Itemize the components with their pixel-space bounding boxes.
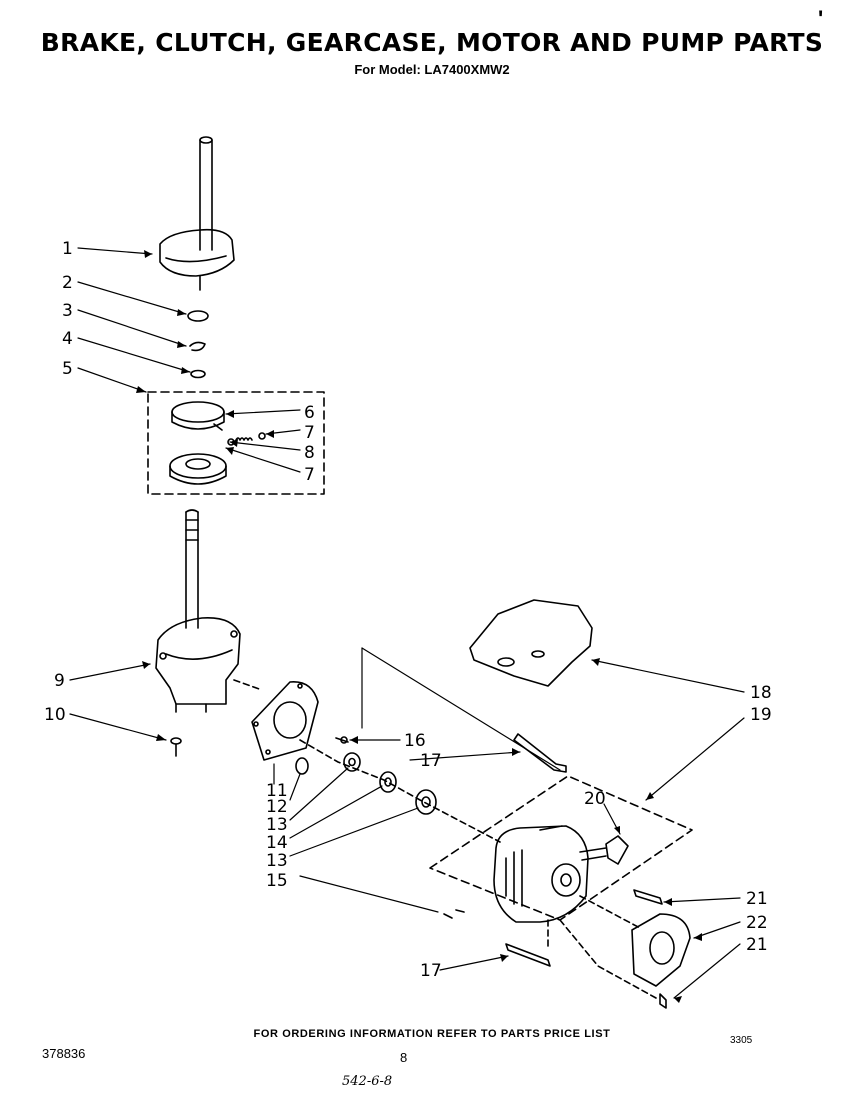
callout-13a: 13 (266, 815, 288, 835)
callout-18: 18 (750, 683, 772, 703)
part-pump-housing (631, 913, 691, 987)
part-clamp-rod (513, 733, 567, 773)
part-motor-shield (469, 599, 593, 687)
part-pump-impeller (343, 752, 361, 772)
callout-7b: 7 (304, 465, 315, 485)
callout-8: 8 (304, 443, 315, 463)
part-pump-gear (379, 771, 397, 793)
part-motor (493, 825, 589, 923)
part-pump-cover (251, 681, 319, 761)
callout-10: 10 (44, 705, 66, 725)
drawing-code: 3305 (730, 1035, 753, 1046)
callout-6: 6 (304, 403, 315, 423)
callout-4: 4 (62, 329, 73, 349)
motor-kit-box (429, 775, 693, 921)
part-motor-clip-upper (633, 889, 663, 905)
document-number: 378836 (42, 1046, 86, 1061)
part-small-ring (190, 369, 206, 379)
callout-5: 5 (62, 359, 73, 379)
part-clamp-bar (505, 943, 551, 967)
callout-2: 2 (62, 273, 73, 293)
callout-7a: 7 (304, 423, 315, 443)
part-brake-hub (159, 136, 235, 291)
part-bolt (170, 737, 182, 757)
part-pump-seal (295, 757, 309, 775)
part-washer (187, 310, 209, 322)
ordering-note: FOR ORDERING INFORMATION REFER TO PARTS … (253, 1028, 611, 1040)
part-gearcase (155, 509, 241, 713)
model-line: For Model: LA7400XMW2 (0, 62, 864, 77)
model-number: LA7400XMW2 (424, 62, 510, 77)
callout-12: 12 (266, 797, 288, 817)
callout-16: 16 (404, 731, 426, 751)
part-retaining-ring (189, 341, 206, 352)
model-label: For Model: (354, 62, 421, 77)
clutch-kit-box (147, 391, 325, 495)
callout-20: 20 (584, 789, 606, 809)
callout-21a: 21 (746, 889, 768, 909)
callout-11: 11 (266, 781, 288, 801)
part-motor-clip-lower (659, 993, 667, 1009)
callout-13b: 13 (266, 851, 288, 871)
callout-21b: 21 (746, 935, 768, 955)
callout-17b: 17 (420, 961, 442, 981)
callout-19: 19 (750, 705, 772, 725)
part-clutch-band (171, 401, 225, 431)
handwritten-note: 542-6-8 (342, 1074, 393, 1089)
page-title: BRAKE, CLUTCH, GEARCASE, MOTOR AND PUMP … (40, 28, 824, 57)
callout-22: 22 (746, 913, 768, 933)
callout-3: 3 (62, 301, 73, 321)
corner-mark: ' (818, 6, 824, 31)
part-motor-switch (579, 835, 629, 865)
part-pump-coupling (415, 789, 437, 815)
part-clutch-pulley (169, 453, 227, 485)
callout-9: 9 (54, 671, 65, 691)
page-number: 8 (400, 1050, 408, 1065)
part-screw (335, 736, 349, 744)
callout-17a: 17 (420, 751, 442, 771)
callout-15: 15 (266, 871, 288, 891)
callout-1: 1 (62, 239, 73, 259)
part-clip (443, 909, 465, 919)
callout-14: 14 (266, 833, 288, 853)
